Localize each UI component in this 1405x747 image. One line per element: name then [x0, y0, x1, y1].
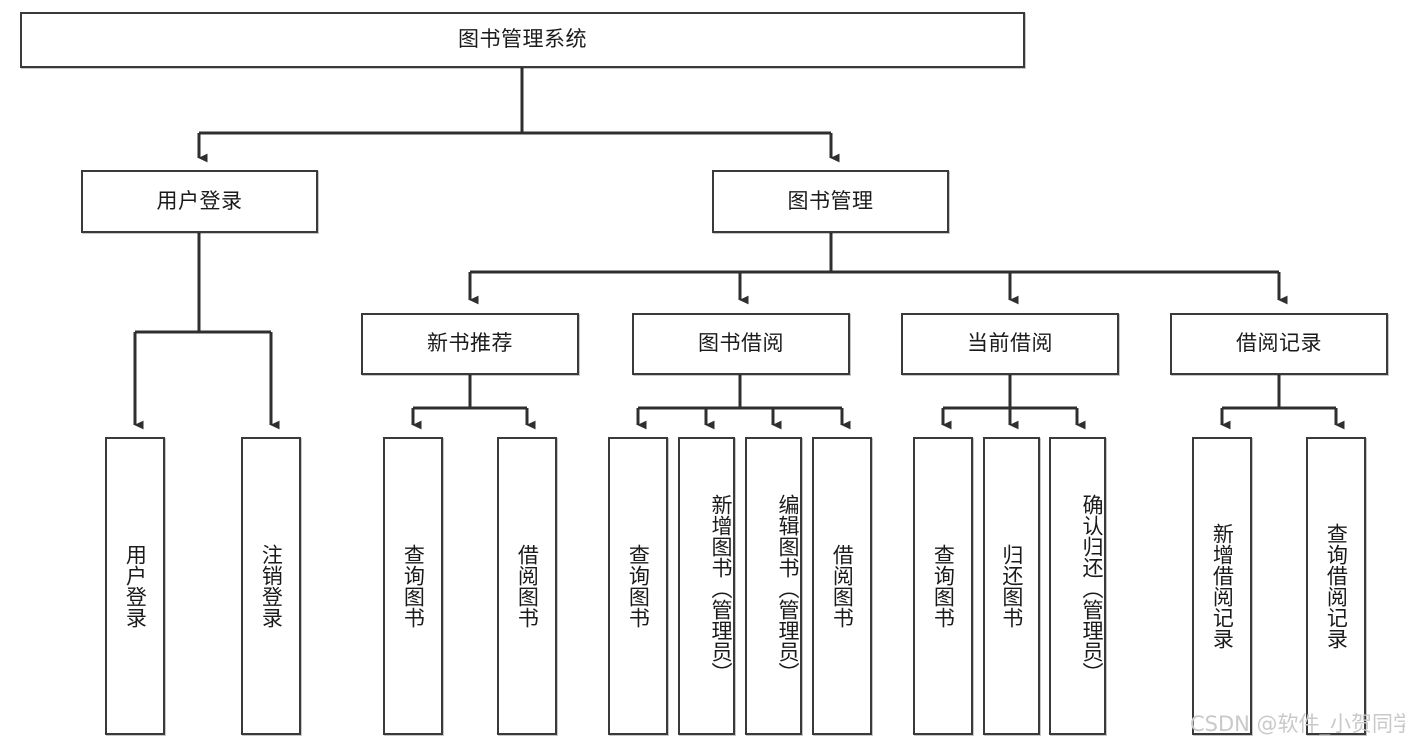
node-leaf-borrow-book[interactable]: 借阅图书	[812, 437, 872, 735]
node-book-management[interactable]: 图书管理	[712, 170, 949, 233]
node-book-management-label: 图书管理	[787, 188, 874, 213]
node-leaf-add-borrow-record-label: 新增借阅记录	[1210, 523, 1235, 649]
node-leaf-add-book-admin[interactable]: 新增图书（管理员）	[678, 437, 735, 735]
node-leaf-add-book-admin-label: 新增图书（管理员）	[709, 493, 733, 683]
node-leaf-edit-book-admin[interactable]: 编辑图书（管理员）	[745, 437, 802, 735]
node-leaf-logout-label: 注销登录	[259, 544, 284, 628]
node-leaf-add-borrow-record[interactable]: 新增借阅记录	[1192, 437, 1252, 735]
node-leaf-borrow-book-label: 借阅图书	[830, 544, 855, 628]
node-leaf-query-book-borrow-label: 查询图书	[626, 544, 651, 628]
node-book-borrow[interactable]: 图书借阅	[632, 313, 850, 375]
node-leaf-query-book-borrow[interactable]: 查询图书	[608, 437, 668, 735]
node-leaf-confirm-return-admin[interactable]: 确认归还（管理员）	[1049, 437, 1106, 735]
node-new-book-recommend[interactable]: 新书推荐	[361, 313, 579, 375]
node-current-borrow[interactable]: 当前借阅	[901, 313, 1119, 375]
node-user-login[interactable]: 用户登录	[81, 170, 318, 233]
node-leaf-query-borrow-record[interactable]: 查询借阅记录	[1306, 437, 1366, 735]
csdn-watermark: CSDN @软件_小贺同学	[1190, 712, 1405, 736]
node-leaf-borrow-book-recommend[interactable]: 借阅图书	[497, 437, 557, 735]
node-leaf-confirm-return-admin-label: 确认归还（管理员）	[1080, 493, 1104, 683]
node-leaf-borrow-book-recommend-label: 借阅图书	[515, 544, 540, 628]
node-leaf-return-book[interactable]: 归还图书	[983, 437, 1040, 735]
node-leaf-user-login[interactable]: 用户登录	[105, 437, 165, 735]
node-root-book-management-system[interactable]: 图书管理系统	[20, 12, 1025, 68]
node-new-book-recommend-label: 新书推荐	[427, 331, 513, 356]
node-borrow-record-label: 借阅记录	[1236, 331, 1322, 356]
node-current-borrow-label: 当前借阅	[967, 331, 1053, 356]
node-leaf-query-book-current[interactable]: 查询图书	[913, 437, 973, 735]
node-borrow-record[interactable]: 借阅记录	[1170, 313, 1388, 375]
node-leaf-query-borrow-record-label: 查询借阅记录	[1324, 523, 1349, 649]
node-book-borrow-label: 图书借阅	[698, 331, 784, 356]
node-leaf-return-book-label: 归还图书	[999, 544, 1024, 628]
node-leaf-query-book-recommend-label: 查询图书	[401, 544, 426, 628]
node-root-label: 图书管理系统	[458, 27, 587, 52]
node-user-login-label: 用户登录	[156, 188, 243, 213]
node-leaf-logout[interactable]: 注销登录	[241, 437, 301, 735]
node-leaf-user-login-label: 用户登录	[123, 544, 148, 628]
node-leaf-edit-book-admin-label: 编辑图书（管理员）	[776, 493, 800, 683]
node-leaf-query-book-recommend[interactable]: 查询图书	[383, 437, 443, 735]
node-leaf-query-book-current-label: 查询图书	[931, 544, 956, 628]
